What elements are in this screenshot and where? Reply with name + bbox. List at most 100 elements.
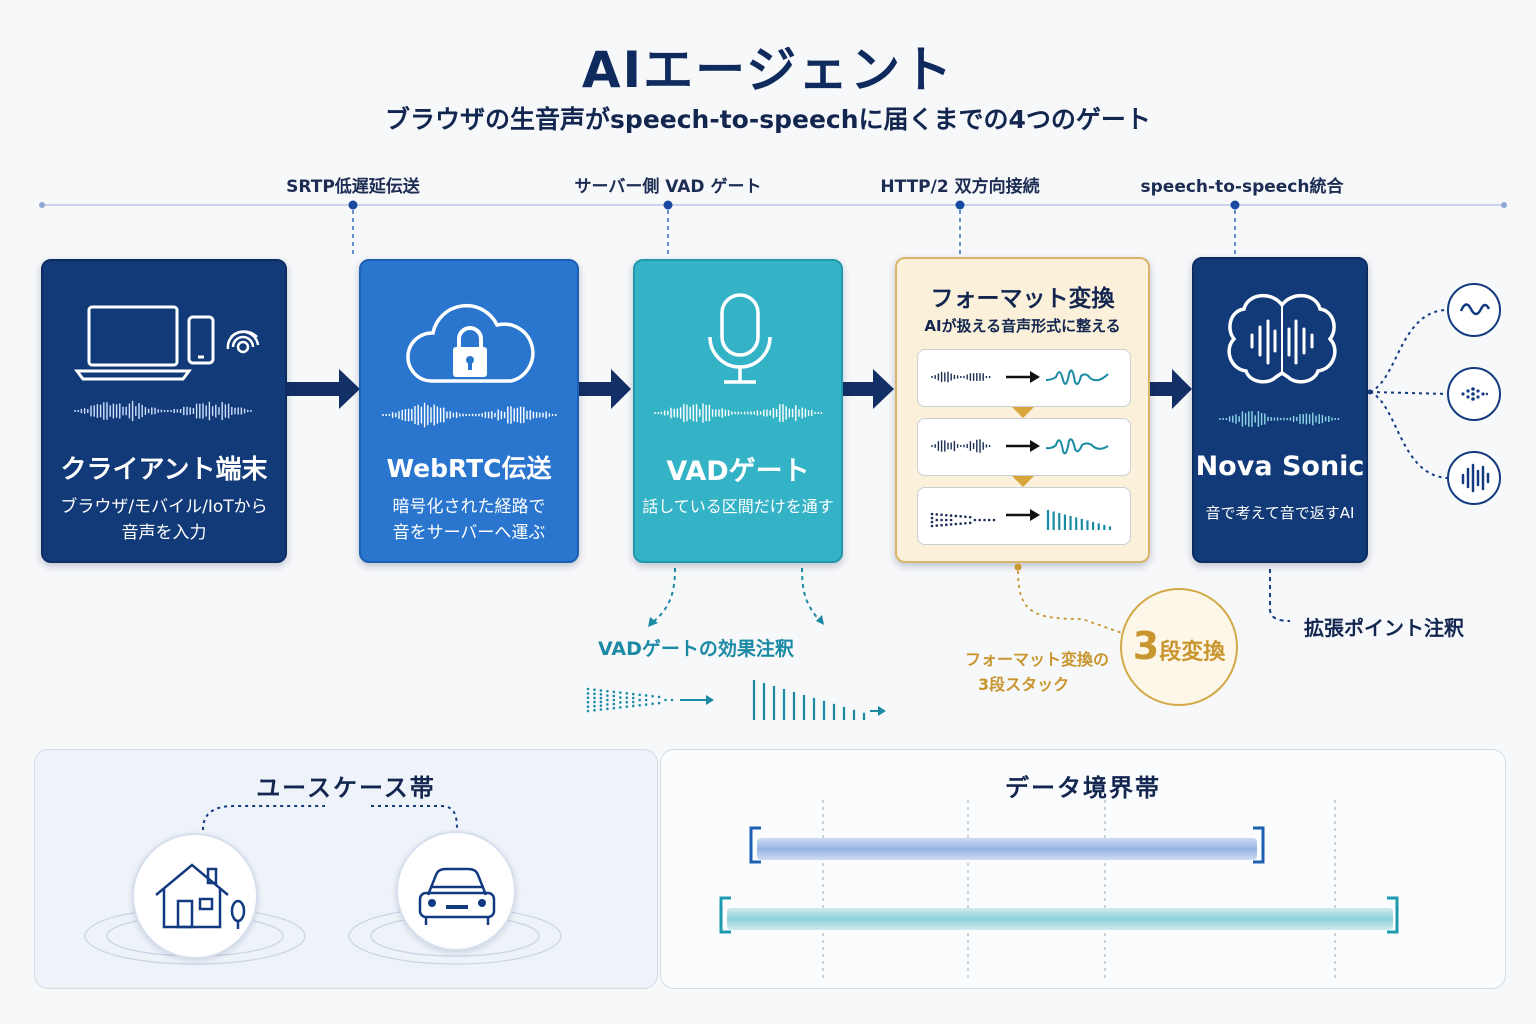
nova-title: Nova Sonic: [1195, 451, 1365, 482]
wave-dot: [638, 693, 641, 697]
flow-arrow-1: [287, 369, 360, 409]
webrtc-desc-2: 音をサーバーへ運ぶ: [392, 523, 546, 543]
boundary-bracket-2: [719, 896, 1399, 934]
wave-dot: [978, 518, 981, 522]
wave-dot: [586, 687, 590, 691]
client-title: クライアント端末: [60, 455, 268, 485]
flow-arrow-4: [1150, 369, 1192, 409]
webrtc-card: WebRTC伝送 暗号化された経路で 音をサーバーへ運ぶ: [359, 259, 579, 563]
gate-marker-3: [955, 200, 965, 258]
arrow-right-icon: [1006, 371, 1040, 383]
wave-dot: [954, 514, 958, 518]
nova-desc: 音で考えて音で返すAI: [1205, 504, 1355, 522]
vad-title: VADゲート: [666, 456, 810, 487]
usecase-band: ユースケース帯: [34, 749, 658, 989]
gate-label-s2s: speech-to-speech統合: [1140, 177, 1344, 197]
usecase-car: [396, 831, 516, 951]
output-sine-wave-icon: [1447, 283, 1501, 337]
wave-dot: [606, 694, 609, 697]
wave-dot: [593, 696, 596, 700]
gate-label-http2: HTTP/2 双方向接続: [880, 177, 1040, 197]
gate-marker-2: [663, 200, 673, 258]
output-dots-wave-icon: [1447, 367, 1501, 421]
wave-dot: [631, 692, 635, 696]
vad-effect-label: VADゲートの効果注釈: [598, 638, 794, 660]
wave-dot: [670, 698, 674, 702]
vad-waveform: [654, 403, 823, 423]
wave-dot: [945, 518, 948, 522]
wave-dot: [606, 698, 609, 702]
wave-dot: [599, 700, 603, 704]
boundary-bar-2: [727, 908, 1393, 930]
wave-dot: [968, 515, 972, 519]
wave-dot: [619, 696, 622, 699]
flow-arrow-3: [843, 369, 894, 409]
wave-dot: [625, 696, 629, 700]
wave-dot: [593, 692, 596, 696]
wave-dot: [940, 513, 943, 517]
wave-dot: [973, 518, 977, 522]
wave-dot: [593, 688, 596, 692]
format-title: フォーマット変換: [930, 286, 1115, 312]
house-icon: [155, 863, 246, 929]
wave-dot: [586, 696, 590, 700]
wave-dot: [593, 700, 596, 704]
extension-connector: [1269, 569, 1291, 622]
wave-dot: [606, 707, 609, 711]
wave-dot: [657, 695, 661, 699]
arrow-right-icon: [1006, 509, 1040, 521]
wave-dot: [930, 524, 934, 528]
wave-dot: [599, 708, 603, 711]
webrtc-title: WebRTC伝送: [386, 454, 552, 483]
wave-dot: [968, 521, 972, 525]
format-stage-1: [917, 349, 1131, 407]
wave-dot: [638, 703, 641, 707]
client-device-card: クライアント端末 ブラウザ/モバイル/IoTから 音声を入力: [41, 259, 287, 563]
format-stack-label-2: 3段スタック: [978, 675, 1070, 694]
wave-dot: [987, 518, 991, 522]
wave-dot: [949, 523, 953, 526]
format-stage-3: [917, 487, 1131, 545]
wave-dot: [606, 689, 609, 693]
boundary-bracket-1: [749, 826, 1265, 864]
format-stack-label-1: フォーマット変換の: [965, 650, 1110, 669]
output-bars-wave-icon: [1447, 451, 1501, 505]
usecase-home: [132, 833, 258, 959]
page-title: AIエージェント: [581, 41, 955, 99]
wave-dot: [593, 704, 596, 708]
format-desc: AIが扱える音声形式に整える: [924, 317, 1121, 335]
wave-dot: [586, 705, 590, 708]
wave-dot: [612, 706, 616, 710]
wave-dot: [945, 513, 948, 517]
wave-dot: [664, 698, 667, 702]
cloud-lock-icon: [406, 303, 535, 383]
wave-dot: [631, 696, 635, 700]
usecase-band-title: ユースケース帯: [256, 774, 436, 802]
microphone-icon: [708, 293, 772, 384]
wave-dot: [599, 704, 603, 708]
wave-dot: [992, 518, 996, 522]
wave-dot: [940, 523, 943, 527]
client-waveform: [74, 400, 252, 422]
wave-dot: [945, 523, 948, 527]
gate-marker-4: [1230, 200, 1240, 258]
wave-dot: [631, 704, 635, 708]
wave-dot: [599, 689, 603, 692]
wave-dot: [612, 694, 616, 698]
wave-dot: [586, 700, 590, 704]
format-conversion-card: フォーマット変換 AIが扱える音声形式に整える: [895, 257, 1150, 563]
wave-dot: [657, 701, 661, 705]
wave-dot: [619, 691, 622, 694]
client-desc-1: ブラウザ/モバイル/IoTから: [60, 497, 268, 517]
wave-dot: [625, 705, 629, 708]
wave-dot: [983, 518, 986, 522]
wave-dot: [599, 696, 603, 700]
wave-dot: [964, 521, 967, 525]
wave-dot: [935, 518, 939, 522]
phone-icon: [187, 315, 215, 365]
wave-dot: [959, 522, 962, 525]
wave-dot: [644, 698, 648, 702]
wave-dot: [651, 702, 654, 706]
wave-dot: [599, 692, 603, 696]
wave-dot: [651, 694, 654, 698]
